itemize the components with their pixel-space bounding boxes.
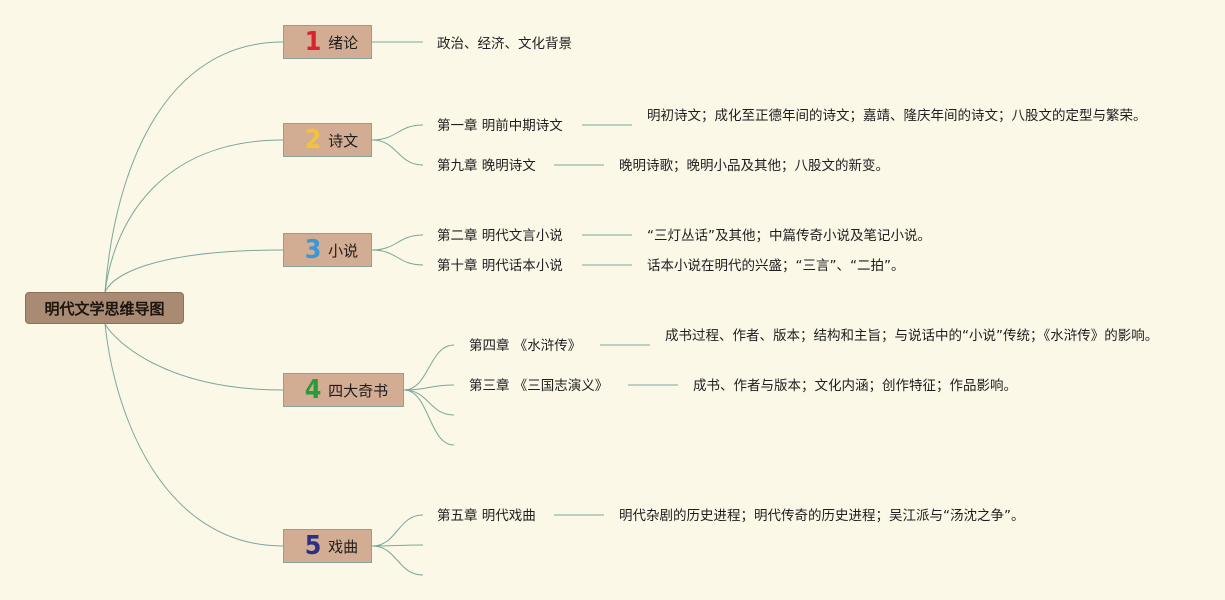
- number-4-icon: 4: [304, 375, 322, 405]
- topic-node-5[interactable]: 5 戏曲: [283, 529, 372, 563]
- chapter-detail: 晚明诗歌；晚明小品及其他；八股文的新变。: [619, 158, 889, 174]
- root-topic-link: [104, 323, 284, 391]
- chapter-node[interactable]: 第一章 明前中期诗文: [437, 118, 563, 134]
- chapter-detail: 话本小说在明代的兴盛；“三言”、“二拍”。: [647, 258, 905, 274]
- branch-link: [371, 139, 424, 166]
- number-3-icon: 3: [304, 235, 322, 265]
- root-label: 明代文学思维导图: [44, 299, 165, 318]
- chapter-node[interactable]: 第四章 《水浒传》: [469, 338, 582, 354]
- topic-label: 小说: [328, 241, 359, 260]
- topic-label: 诗文: [328, 131, 359, 150]
- branch-link: [371, 514, 424, 547]
- branch-link: [371, 124, 424, 141]
- chapter-node[interactable]: 第十章 明代话本小说: [437, 258, 563, 274]
- root-node[interactable]: 明代文学思维导图: [25, 292, 184, 324]
- number-1-icon: 1: [304, 27, 322, 57]
- number-2-icon: 2: [304, 125, 322, 155]
- topic-label: 绪论: [328, 33, 359, 52]
- topic-node-2[interactable]: 2 诗文: [283, 123, 372, 157]
- topic-label: 戏曲: [328, 537, 359, 556]
- topic-node-1[interactable]: 1 绪论: [283, 25, 372, 59]
- topic-node-3[interactable]: 3 小说: [283, 233, 372, 267]
- chapter-detail: 明初诗文；成化至正德年间的诗文；嘉靖、隆庆年间的诗文；八股文的定型与繁荣。: [647, 108, 1147, 124]
- chapter-node[interactable]: 第五章 明代戏曲: [437, 508, 536, 524]
- chapter-detail: 成书过程、作者、版本；结构和主旨；与说话中的“小说”传统；《水浒传》的影响。: [665, 328, 1159, 344]
- branch-link: [403, 389, 455, 416]
- chapter-detail: 成书、作者与版本；文化内涵；创作特征；作品影响。: [693, 378, 1017, 394]
- root-topic-link: [104, 41, 284, 293]
- chapter-node[interactable]: 第二章 明代文言小说: [437, 228, 563, 244]
- branch-link: [371, 545, 424, 576]
- chapter-node[interactable]: 第九章 晚明诗文: [437, 158, 536, 174]
- topic-1-detail: 政治、经济、文化背景: [437, 36, 572, 52]
- root-topic-link: [104, 249, 284, 293]
- branch-link: [371, 249, 424, 266]
- chapter-detail: 明代杂剧的历史进程；明代传奇的历史进程；吴江派与“汤沈之争”。: [619, 508, 1025, 524]
- branch-link: [403, 384, 455, 391]
- branch-link: [403, 344, 455, 391]
- branch-link: [371, 544, 424, 547]
- chapter-detail: “三灯丛话”及其他；中篇传奇小说及笔记小说。: [647, 228, 931, 244]
- branch-link: [371, 234, 424, 251]
- root-topic-link: [104, 139, 284, 293]
- topic-node-4[interactable]: 4 四大奇书: [283, 373, 404, 407]
- number-5-icon: 5: [304, 531, 322, 561]
- root-topic-link: [104, 323, 284, 547]
- topic-label: 四大奇书: [328, 381, 389, 400]
- branch-link: [403, 389, 455, 446]
- chapter-node[interactable]: 第三章 《三国志演义》: [469, 378, 609, 394]
